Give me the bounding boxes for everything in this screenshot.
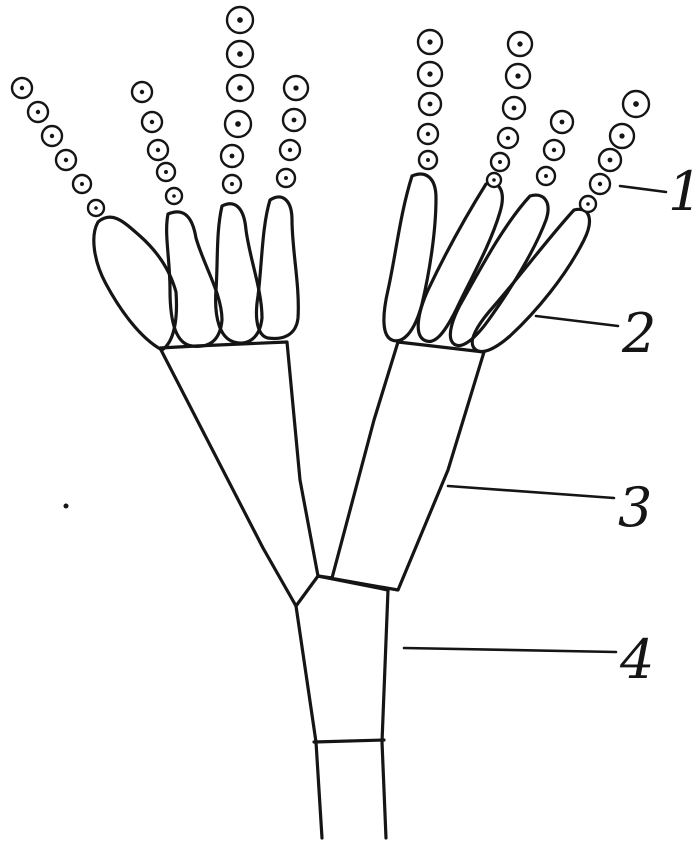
conidium-nucleus <box>515 73 520 78</box>
conidium-nucleus <box>427 39 432 44</box>
label-2: 2 <box>621 302 656 365</box>
conidia-chains <box>12 7 649 216</box>
conidium-nucleus <box>172 194 176 198</box>
conidium-nucleus <box>544 174 548 178</box>
conidium-nucleus <box>237 17 243 23</box>
conidium-nucleus <box>498 160 502 164</box>
conidium-nucleus <box>150 120 154 124</box>
conidium-nucleus <box>608 158 613 163</box>
stalk <box>296 590 388 838</box>
conidium-nucleus <box>235 121 241 127</box>
right-phialide-4 <box>472 209 589 351</box>
conidium-nucleus <box>586 202 590 206</box>
conidium-nucleus <box>426 132 430 136</box>
conidium-nucleus <box>292 118 297 123</box>
label-4: 4 <box>619 628 654 691</box>
leader-line-2 <box>536 316 618 326</box>
left-phialide-1 <box>94 217 177 350</box>
conidium-nucleus <box>80 182 84 186</box>
conidium-nucleus <box>50 134 54 138</box>
conidium-nucleus <box>64 158 68 162</box>
conidium-nucleus <box>156 148 160 152</box>
conidium-nucleus <box>20 86 24 90</box>
conidium-nucleus <box>633 101 639 107</box>
conidium-nucleus <box>288 148 292 152</box>
stalk-septum-lower <box>314 740 384 742</box>
conidium-nucleus <box>517 41 522 46</box>
speck-mark <box>64 504 69 509</box>
stalk-right-edge <box>382 590 388 838</box>
conidium-nucleus <box>619 133 624 138</box>
stalk-left-edge <box>296 606 322 838</box>
conidium-nucleus <box>598 182 602 186</box>
right-branch <box>318 342 484 590</box>
conidium-nucleus <box>237 85 243 91</box>
conidium-nucleus <box>230 182 234 186</box>
conidium-nucleus <box>552 148 556 152</box>
leader-line-1 <box>620 186 666 192</box>
conidium-nucleus <box>560 120 565 125</box>
conidium-nucleus <box>284 176 288 180</box>
left-phialides <box>94 197 298 350</box>
conidium-nucleus <box>492 178 496 182</box>
label-1: 1 <box>668 160 697 223</box>
right-phialide-1 <box>384 174 436 341</box>
conidium-nucleus <box>237 51 243 57</box>
branch-septum <box>318 576 388 590</box>
conidium-nucleus <box>293 85 298 90</box>
conidium-nucleus <box>94 206 98 210</box>
conidium-nucleus <box>428 102 433 107</box>
conidium-nucleus <box>164 170 168 174</box>
left-branch <box>160 342 318 606</box>
conidium-nucleus <box>427 71 432 76</box>
conidium-nucleus <box>140 90 144 94</box>
left-phialide-2 <box>167 212 222 347</box>
leader-line-3 <box>448 486 614 498</box>
conidium-nucleus <box>230 154 235 159</box>
conidium-nucleus <box>506 136 510 140</box>
right-branch-outline <box>318 342 484 590</box>
label-3: 3 <box>618 476 652 539</box>
conidium-nucleus <box>36 110 40 114</box>
conidium-nucleus <box>512 106 517 111</box>
right-phialides <box>384 174 590 352</box>
leader-line-4 <box>404 648 616 652</box>
left-branch-outline <box>160 342 318 606</box>
conidium-nucleus <box>426 158 430 162</box>
